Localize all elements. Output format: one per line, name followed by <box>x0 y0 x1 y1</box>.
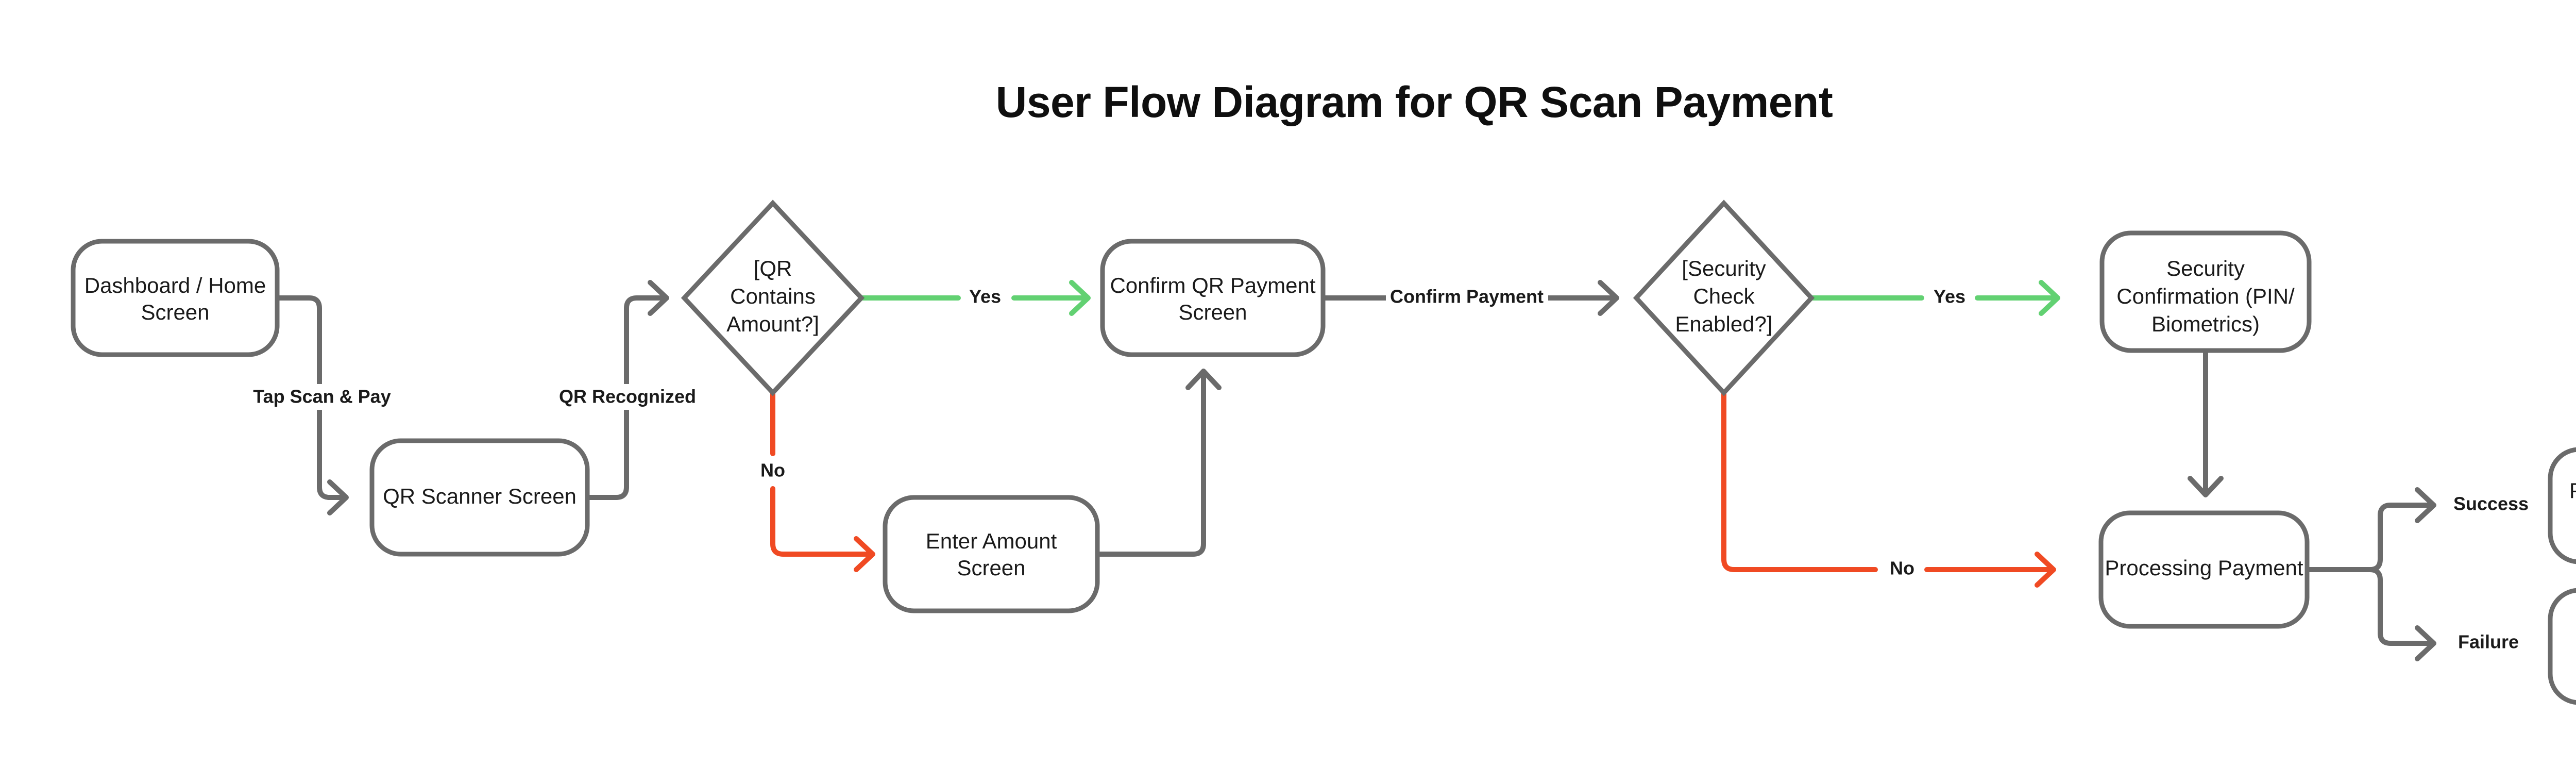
edge-label-tap-scan-pay: Tap Scan & Pay <box>253 386 391 407</box>
edge-label-success: Success <box>2453 493 2529 514</box>
node-decision-qr-contains-amount[interactable]: [QR Contains Amount?] <box>681 199 865 396</box>
edge-label-bg-e1 <box>247 384 397 410</box>
edge-confirm-payment: Confirm Payment <box>1320 280 1619 316</box>
edge-security-yes: Yes <box>1809 280 2060 316</box>
node-label-enter-amount-line2: Screen <box>957 556 1025 580</box>
edge-success: Success <box>2304 487 2529 572</box>
node-label-success-line1: Payment Success <box>2569 478 2576 503</box>
edge-label-yes-amount: Yes <box>969 286 1001 307</box>
edge-qr-amount-no: No <box>747 375 875 572</box>
node-label-security-q-line1: [Security <box>1682 256 1766 280</box>
node-label-qr-amount-line2: Contains <box>730 284 816 308</box>
node-enter-amount-screen[interactable]: Enter Amount Screen <box>883 495 1100 613</box>
node-dashboard-home-screen[interactable]: Dashboard / Home Screen <box>71 239 280 357</box>
edge-label-bg-e2 <box>554 384 708 410</box>
node-label-qr-amount-line1: [QR <box>754 256 792 280</box>
node-label-security-q-line2: Check <box>1693 284 1755 308</box>
node-label-confirm-qr-line2: Screen <box>1178 300 1247 324</box>
node-processing-payment[interactable]: Processing Payment <box>2098 510 2310 629</box>
node-shape-processing[interactable] <box>2098 510 2310 629</box>
node-confirm-qr-payment-screen[interactable]: Confirm QR Payment Screen <box>1100 239 1326 357</box>
edge-qr-amount-yes: Yes <box>859 280 1091 316</box>
node-decision-security-check-enabled[interactable]: [Security Check Enabled?] <box>1633 199 1815 396</box>
edge-label-no-security: No <box>1890 558 1914 579</box>
edge-label-bg-e4 <box>747 459 804 485</box>
edge-label-no-amount: No <box>760 460 785 481</box>
edge-label-yes-security: Yes <box>1934 286 1965 307</box>
node-qr-scanner-screen[interactable]: QR Scanner Screen <box>369 438 590 557</box>
node-label-security-conf-line3: Biometrics) <box>2151 312 2260 336</box>
page-title: User Flow Diagram for QR Scan Payment <box>995 78 1833 126</box>
node-label-processing: Processing Payment <box>2105 556 2303 580</box>
edge-tap-scan-and-pay: Tap Scan & Pay <box>247 295 397 515</box>
node-payment-failed-screen[interactable]: Payment Failed Screen <box>2548 588 2576 705</box>
edge-enter-amount-to-confirm <box>1095 369 1222 557</box>
node-label-security-conf-line2: Confirmation (PIN/ <box>2116 284 2295 308</box>
edge-label-confirm-payment: Confirm Payment <box>1390 286 1544 307</box>
edge-failure: Failure <box>2304 567 2519 661</box>
node-label-qr-amount-line3: Amount?] <box>726 312 819 336</box>
node-security-confirmation-screen[interactable]: Security Confirmation (PIN/ Biometrics) <box>2099 230 2312 353</box>
node-shape-security-q[interactable] <box>1633 199 1815 396</box>
node-shape-scanner[interactable] <box>369 438 590 557</box>
node-label-confirm-qr-line1: Confirm QR Payment <box>1110 273 1315 297</box>
node-payment-success-screen[interactable]: Payment Success Screen <box>2548 447 2576 564</box>
edge-label-qr-recognized: QR Recognized <box>559 386 696 407</box>
node-label-dashboard-line1: Dashboard / Home <box>84 273 266 297</box>
edge-label-bg-e6 <box>1386 285 1548 311</box>
edge-security-no: No <box>1721 375 2056 588</box>
node-label-security-q-line3: Enabled?] <box>1675 312 1772 336</box>
node-shape-qr-amount[interactable] <box>681 199 865 396</box>
node-label-enter-amount-line1: Enter Amount <box>926 529 1057 553</box>
node-shape-dashboard[interactable] <box>71 239 280 357</box>
edge-label-failure: Failure <box>2458 631 2519 653</box>
node-shape-enter-amount[interactable] <box>883 495 1100 613</box>
edge-security-conf-to-processing <box>2188 348 2224 497</box>
edge-qr-recognized: QR Recognized <box>554 280 708 500</box>
node-shape-security-conf[interactable] <box>2099 230 2312 353</box>
node-shape-failed[interactable] <box>2548 588 2576 705</box>
node-label-scanner: QR Scanner Screen <box>383 484 577 508</box>
node-shape-success[interactable] <box>2548 447 2576 564</box>
node-label-dashboard-line2: Screen <box>141 300 209 324</box>
node-shape-confirm-qr[interactable] <box>1100 239 1326 357</box>
node-label-security-conf-line1: Security <box>2166 256 2245 280</box>
